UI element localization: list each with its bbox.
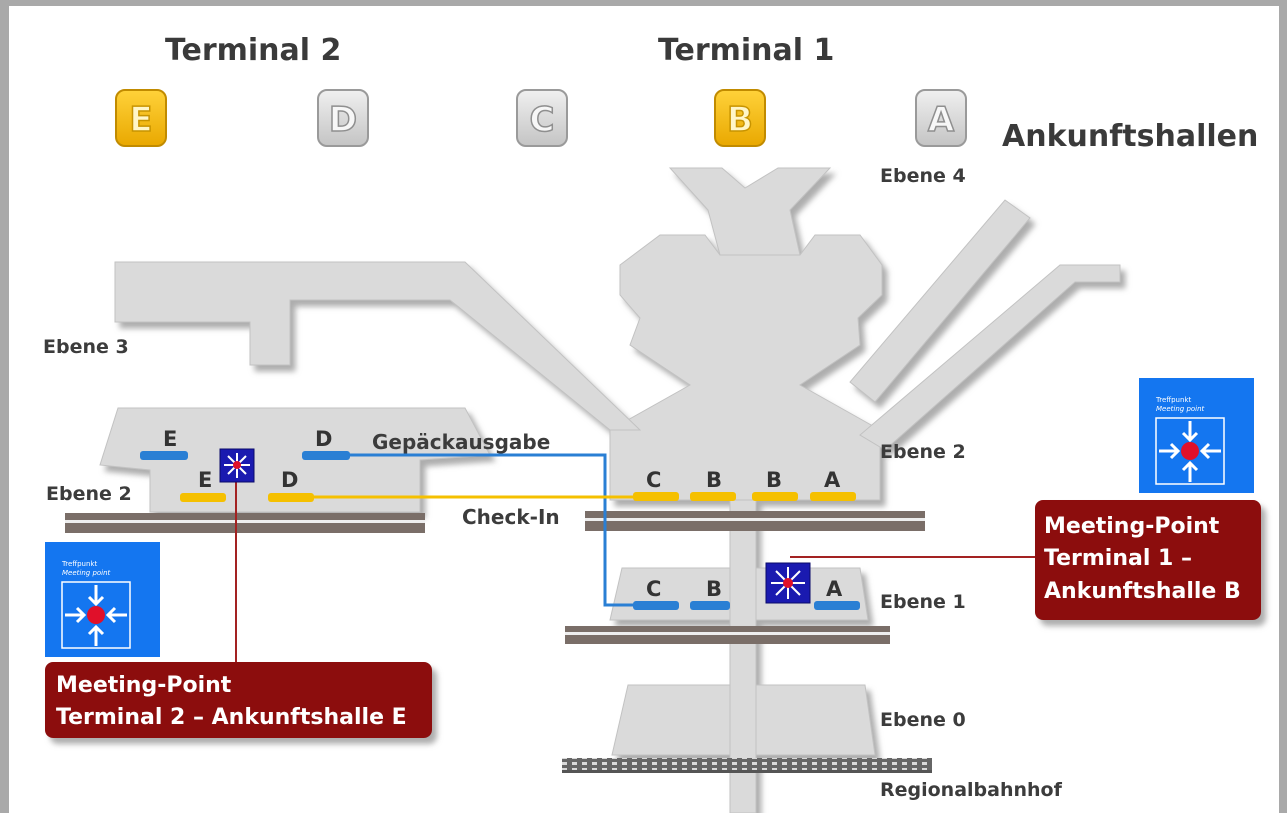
- gate-label-t2-lower-d: D: [281, 468, 298, 492]
- gate-label-t1-l2-b1: B: [706, 468, 722, 492]
- gate-label-t1-l1-c: C: [646, 577, 661, 601]
- hall-tile-d[interactable]: D: [317, 89, 369, 147]
- sign-right-line1: Treffpunkt: [1155, 396, 1191, 404]
- gate-markers: [140, 451, 860, 610]
- meeting-point-box-t1[interactable]: Meeting-Point Terminal 1 – Ankunftshalle…: [1035, 500, 1261, 620]
- arrival-halls-title: Ankunftshallen: [1002, 119, 1258, 154]
- hall-tile-e[interactable]: E: [115, 89, 167, 147]
- meeting-point-sign-left: Treffpunkt Meeting point: [45, 542, 160, 657]
- hall-tile-letter-c: C: [530, 100, 555, 140]
- roads: [65, 511, 925, 644]
- gate-label-t1-l1-b: B: [706, 577, 722, 601]
- sign-left-line2: Meeting point: [62, 569, 111, 577]
- hall-tile-c[interactable]: C: [516, 89, 568, 147]
- gate-label-t2-upper-d: D: [315, 427, 332, 451]
- checkin-label: Check-In: [462, 505, 560, 529]
- hall-tile-letter-e: E: [129, 100, 152, 140]
- level-label-ebene-2-right: Ebene 2: [880, 441, 966, 463]
- terminal-1-pier: [609, 234, 883, 501]
- level-label-regionalbahnhof: Regionalbahnhof: [880, 779, 1063, 801]
- hall-tile-b[interactable]: B: [714, 89, 766, 147]
- terminal-1-title: Terminal 1: [658, 33, 834, 68]
- level-label-ebene-1: Ebene 1: [880, 591, 966, 613]
- terminal-2-title: Terminal 2: [165, 33, 341, 68]
- meeting-point-t1-line1: Meeting-Point: [1044, 514, 1220, 539]
- baggage-route: [330, 453, 640, 607]
- gate-label-t1-l2-c: C: [646, 468, 661, 492]
- meeting-point-box-t2[interactable]: Meeting-Point Terminal 2 – Ankunftshalle…: [45, 662, 432, 738]
- meeting-point-icon: [1159, 421, 1221, 482]
- meeting-point-t2-line1: Meeting-Point: [56, 673, 232, 698]
- level-label-ebene-0: Ebene 0: [880, 709, 966, 731]
- meeting-point-sign-right: Treffpunkt Meeting point: [1139, 378, 1254, 493]
- meeting-point-icon: [65, 585, 127, 646]
- sign-left-line1: Treffpunkt: [61, 560, 97, 568]
- routes: [235, 453, 1040, 662]
- railway: [562, 758, 932, 773]
- meeting-point-t2-line2: Terminal 2 – Ankunftshalle E: [56, 705, 407, 730]
- level-label-ebene-4: Ebene 4: [880, 165, 966, 187]
- meeting-point-marker-t1[interactable]: [765, 562, 811, 604]
- terminal-buildings: [99, 167, 1121, 813]
- meeting-point-t1-line3: Ankunftshalle B: [1044, 579, 1241, 604]
- walkway-right-lower: [859, 264, 1121, 451]
- walkway-right-upper: [849, 199, 1031, 403]
- arrival-hall-tiles: E D C B A: [115, 89, 967, 147]
- ebene-4-structure: [668, 167, 832, 256]
- gate-label-t1-l2-b2: B: [766, 468, 782, 492]
- hall-tile-letter-a: A: [928, 100, 955, 140]
- gate-label-t1-l2-a: A: [824, 468, 841, 492]
- sign-right-line2: Meeting point: [1156, 405, 1205, 413]
- gate-label-t1-l1-a: A: [826, 577, 843, 601]
- hall-tile-letter-d: D: [329, 100, 357, 140]
- meeting-point-marker-t2[interactable]: [219, 448, 255, 483]
- gate-label-t2-lower-e: E: [198, 468, 212, 492]
- hall-tile-a[interactable]: A: [915, 89, 967, 147]
- level-label-ebene-3: Ebene 3: [43, 336, 129, 358]
- terminal-2-ebene-2: [99, 407, 491, 513]
- level-label-ebene-2-left: Ebene 2: [46, 483, 132, 505]
- hall-tile-letter-b: B: [727, 100, 753, 140]
- meeting-point-t1-line2: Terminal 1 –: [1044, 546, 1192, 571]
- baggage-claim-label: Gepäckausgabe: [372, 430, 550, 454]
- gate-label-t2-upper-e: E: [163, 427, 177, 451]
- ebene-3-walkway: [114, 261, 642, 431]
